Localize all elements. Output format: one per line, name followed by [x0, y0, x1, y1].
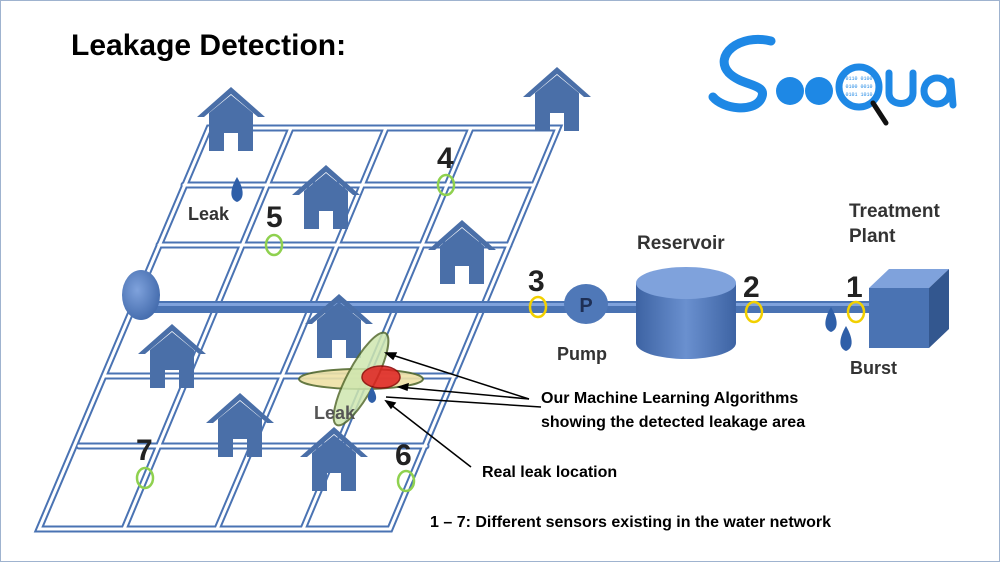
sensor-7-number: 7: [136, 434, 153, 467]
sensor-4-marker: [436, 173, 456, 197]
leak-label-top: Leak: [188, 204, 230, 224]
pump-symbol-letter: P: [579, 295, 592, 317]
real-leak-annotation: Real leak location: [482, 464, 617, 481]
sensor-5-marker: [264, 233, 284, 257]
detected-leakage-area: [298, 331, 424, 427]
reservoir-label: Reservoir: [637, 233, 725, 254]
logo-binary-3: 0101 1010: [845, 92, 872, 98]
logo-binary-2: 0100 0010: [845, 84, 872, 90]
sensor-5-number: 5: [266, 201, 283, 234]
house-icons: [138, 67, 591, 491]
pump-symbol: [564, 284, 608, 324]
sensor-7-marker: [135, 466, 155, 490]
pipe-grid: [33, 124, 564, 533]
sooqua-logo: 0110 0100 0100 0010 0101 1010: [708, 34, 957, 126]
leak-drop-icon: [231, 177, 243, 202]
treatment-plant-label-line1: Treatment: [849, 201, 940, 222]
junction-ball: [122, 270, 160, 320]
ml-annotation-line2: showing the detected leakage area: [541, 414, 805, 431]
sensor-1-marker: [846, 300, 866, 324]
magnifier-icon: [870, 100, 889, 126]
sensor-2-number: 2: [743, 271, 760, 304]
leak-label-bottom: Leak: [314, 403, 356, 423]
ml-annotation-line1: Our Machine Learning Algorithms: [541, 390, 798, 407]
pump-label: Pump: [557, 344, 607, 364]
sensor-1-number: 1: [846, 271, 863, 304]
sensor-3-number: 3: [528, 265, 545, 298]
sensor-legend: 1 – 7: Different sensors existing in the…: [430, 514, 831, 531]
treatment-plant-label-line2: Plant: [849, 226, 896, 247]
logo-binary-1: 0110 0100: [845, 76, 872, 82]
sensor-markers: [135, 173, 866, 493]
sensor-3-marker: [528, 295, 548, 319]
page-title: Leakage Detection:: [71, 29, 347, 62]
main-pipe: [141, 301, 886, 313]
sensor-6-number: 6: [395, 439, 412, 472]
sensor-2-marker: [744, 300, 764, 324]
reservoir-tank: [636, 267, 736, 359]
sensor-4-number: 4: [437, 142, 454, 175]
burst-drops: [825, 307, 852, 351]
burst-label: Burst: [850, 358, 897, 378]
treatment-plant-cube: [869, 269, 949, 348]
sensor-6-marker: [396, 469, 416, 493]
annotation-arrows: [383, 352, 542, 468]
